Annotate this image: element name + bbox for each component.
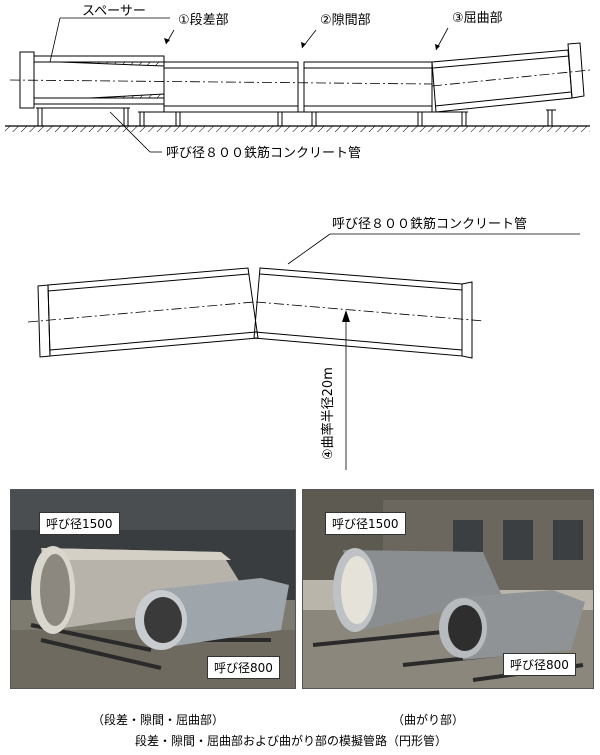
leader-arrows [164,38,440,50]
photo-right-drawing [303,490,593,688]
bent-pipe-right [253,267,473,359]
ground [5,125,590,132]
photo-left-drawing [11,490,295,688]
center-line [9,69,591,87]
pipe-supports [36,107,556,127]
radius-arrow-head [342,310,350,322]
spacer [59,61,165,67]
middle-leaders [287,233,580,470]
photo-left-caption: （段差・隙間・屈曲部） [92,713,225,727]
bend-label: ③屈曲部 [452,11,503,26]
photo-right-caption: （曲がり部） [392,713,465,727]
radius-label: ④曲率半径20m [320,367,336,460]
top-pipe-diagram: スペーサー ①段差部 ②隙間部 ③屈曲部 呼び径８００鉄筋コンクリート管 [5,4,591,161]
pipe-segment-2 [163,61,299,113]
photo-left-label-small: 呼び径800 [207,656,280,679]
bent-pipe-left [37,267,259,358]
middle-pipe-diagram: 呼び径８００鉄筋コンクリート管 ④曲率半径20m [27,216,580,470]
pipe-segment-4 [431,42,585,113]
photo-left-label-large: 呼び径1500 [39,512,120,535]
gap-label: ②隙間部 [320,13,371,28]
pipe-segment-3 [303,61,433,113]
step-label: ①段差部 [178,13,229,28]
photo-right-label-large: 呼び径1500 [325,512,406,535]
spacer-label: スペーサー [82,4,146,19]
photo-step-gap-bend: 呼び径1500 呼び径800 [10,489,296,689]
figure-caption: 段差・隙間・屈曲部および曲がり部の模擬管路（円形管） [135,734,448,748]
photo-right-label-small: 呼び径800 [503,653,576,676]
middle-center-line [27,301,485,323]
top-pipe-label: 呼び径８００鉄筋コンクリート管 [166,145,361,161]
middle-pipe-label: 呼び径８００鉄筋コンクリート管 [332,216,527,232]
photo-curved: 呼び径1500 呼び径800 [302,489,594,689]
